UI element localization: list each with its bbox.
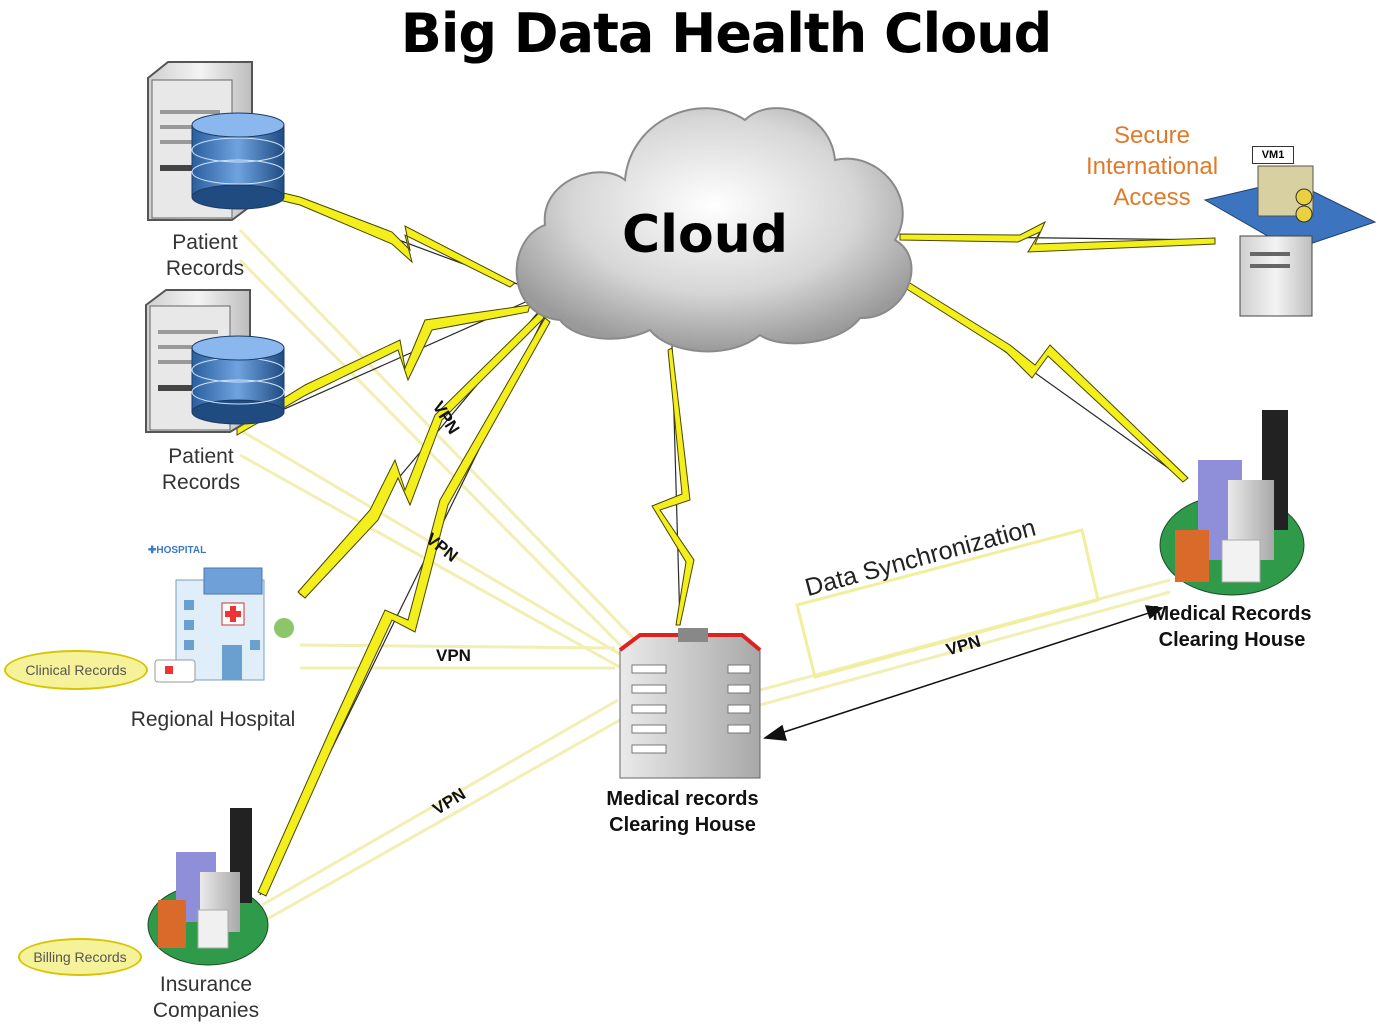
vm-label: VM1: [1252, 146, 1294, 164]
bolt-insurance: [257, 317, 551, 897]
tunnel-patient2: [236, 299, 531, 431]
sync-arrow: [762, 605, 1164, 741]
bolt-hospital: [297, 311, 545, 599]
hospital-sign: ✚HOSPITAL: [148, 545, 207, 556]
insurance-label: Insurance Companies: [152, 973, 260, 1022]
diagram-title: Big Data Health Cloud: [400, 2, 1053, 65]
insurance-buildings-icon: [147, 808, 269, 966]
bolt-patient1: [236, 181, 516, 288]
link-center-right-b: [759, 590, 1171, 707]
link-insurance-center-b: [261, 718, 621, 924]
link-patient1-center: [238, 228, 642, 647]
bolt-right: [901, 279, 1189, 483]
right-clearing-buildings-icon: [1159, 410, 1305, 596]
regional-hospital-label: Regional Hospital: [130, 708, 296, 731]
arrowhead-left: [762, 724, 788, 741]
lightning-bolts: [236, 181, 1216, 897]
patient-records-1-label: Patient Records: [165, 231, 245, 280]
cloud-label: Cloud: [622, 205, 788, 265]
secure-vm-server-icon: [1203, 165, 1377, 317]
right-clearing-house-label: Medical Records Clearing House: [1152, 603, 1312, 651]
database-icon: [191, 335, 285, 425]
bolt-secure: [899, 220, 1216, 253]
link-patient1-center-b: [238, 258, 632, 657]
center-clearing-house-label: Medical records Clearing House: [606, 788, 759, 836]
server-patient-records-1: [147, 61, 285, 221]
link-hospital-center: [299, 643, 616, 650]
link-insurance-center: [261, 698, 619, 907]
server-patient-records-2: [145, 289, 285, 433]
billing-records-tag: Billing Records: [18, 938, 142, 976]
clinical-records-tag: Clinical Records: [4, 650, 148, 690]
secure-access-label: Secure International Access: [1085, 122, 1219, 211]
patient-records-2-label: Patient Records: [161, 445, 241, 494]
bolt-patient2: [236, 304, 531, 436]
cloud-shape: [515, 107, 913, 353]
bolt-center: [651, 347, 695, 626]
arrowhead-right: [1144, 605, 1164, 620]
clearing-house-building-icon: [618, 628, 762, 779]
data-sync-box: [795, 528, 1100, 679]
database-icon: [191, 112, 285, 210]
vpn-label-3: VPN: [436, 646, 471, 665]
hospital-icon: [154, 567, 294, 683]
